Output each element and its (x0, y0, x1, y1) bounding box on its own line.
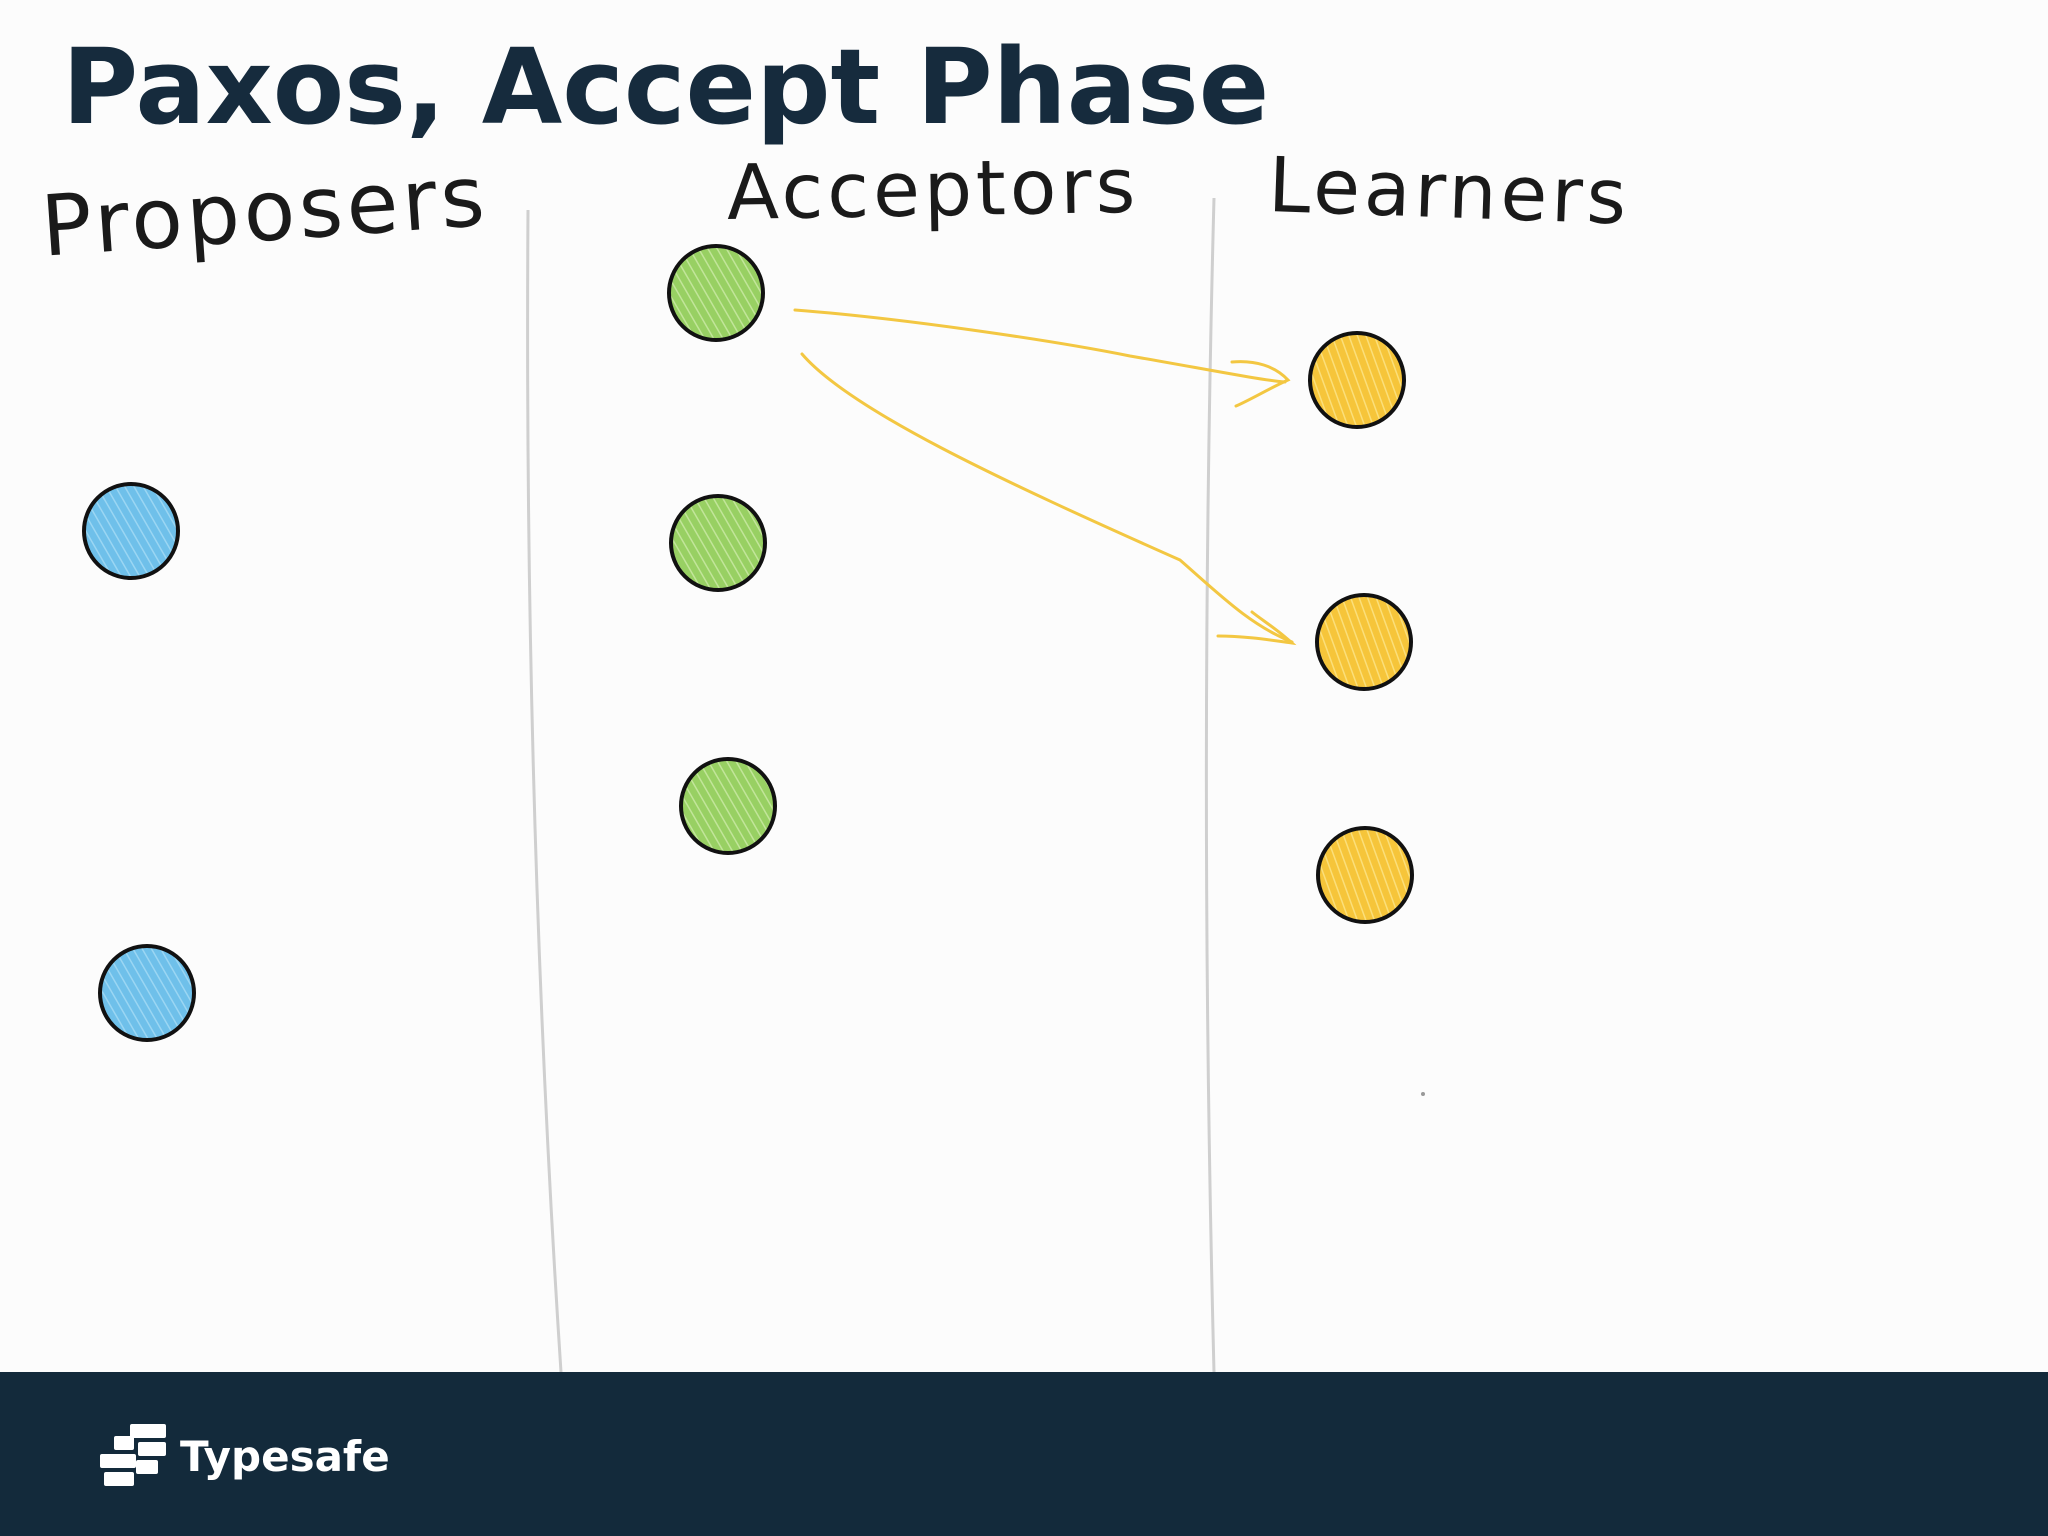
acceptor-node-1[interactable] (667, 244, 765, 342)
learners-label: Learners (1266, 140, 1632, 242)
slide-title: Paxos, Accept Phase (62, 26, 1270, 148)
stray-dot (1421, 1092, 1425, 1096)
footer-bar: Typesafe (0, 1372, 2048, 1536)
brand-logo[interactable]: Typesafe (100, 1424, 390, 1488)
brand-name: Typesafe (180, 1431, 390, 1481)
learner-node-3[interactable] (1316, 826, 1414, 924)
diagram-canvas (82, 197, 1425, 1372)
whiteboard: Proposers Acceptors Learners Paxos, Acce… (38, 26, 1632, 1372)
learner-node-2[interactable] (1315, 593, 1413, 691)
arrow-acceptor1-to-learner2 (800, 352, 1297, 646)
acceptor-node-2[interactable] (669, 494, 767, 592)
proposer-node-2[interactable] (98, 944, 196, 1042)
acceptors-label: Acceptors (726, 140, 1140, 237)
arrow-acceptor1-to-learner1 (793, 308, 1291, 408)
learner-node-1[interactable] (1308, 331, 1406, 429)
proposer-node-1[interactable] (82, 482, 180, 580)
acceptor-node-3[interactable] (679, 757, 777, 855)
divider-line-right (1204, 197, 1216, 1372)
divider-line-left (526, 209, 563, 1372)
typesafe-logo-icon (100, 1424, 166, 1486)
